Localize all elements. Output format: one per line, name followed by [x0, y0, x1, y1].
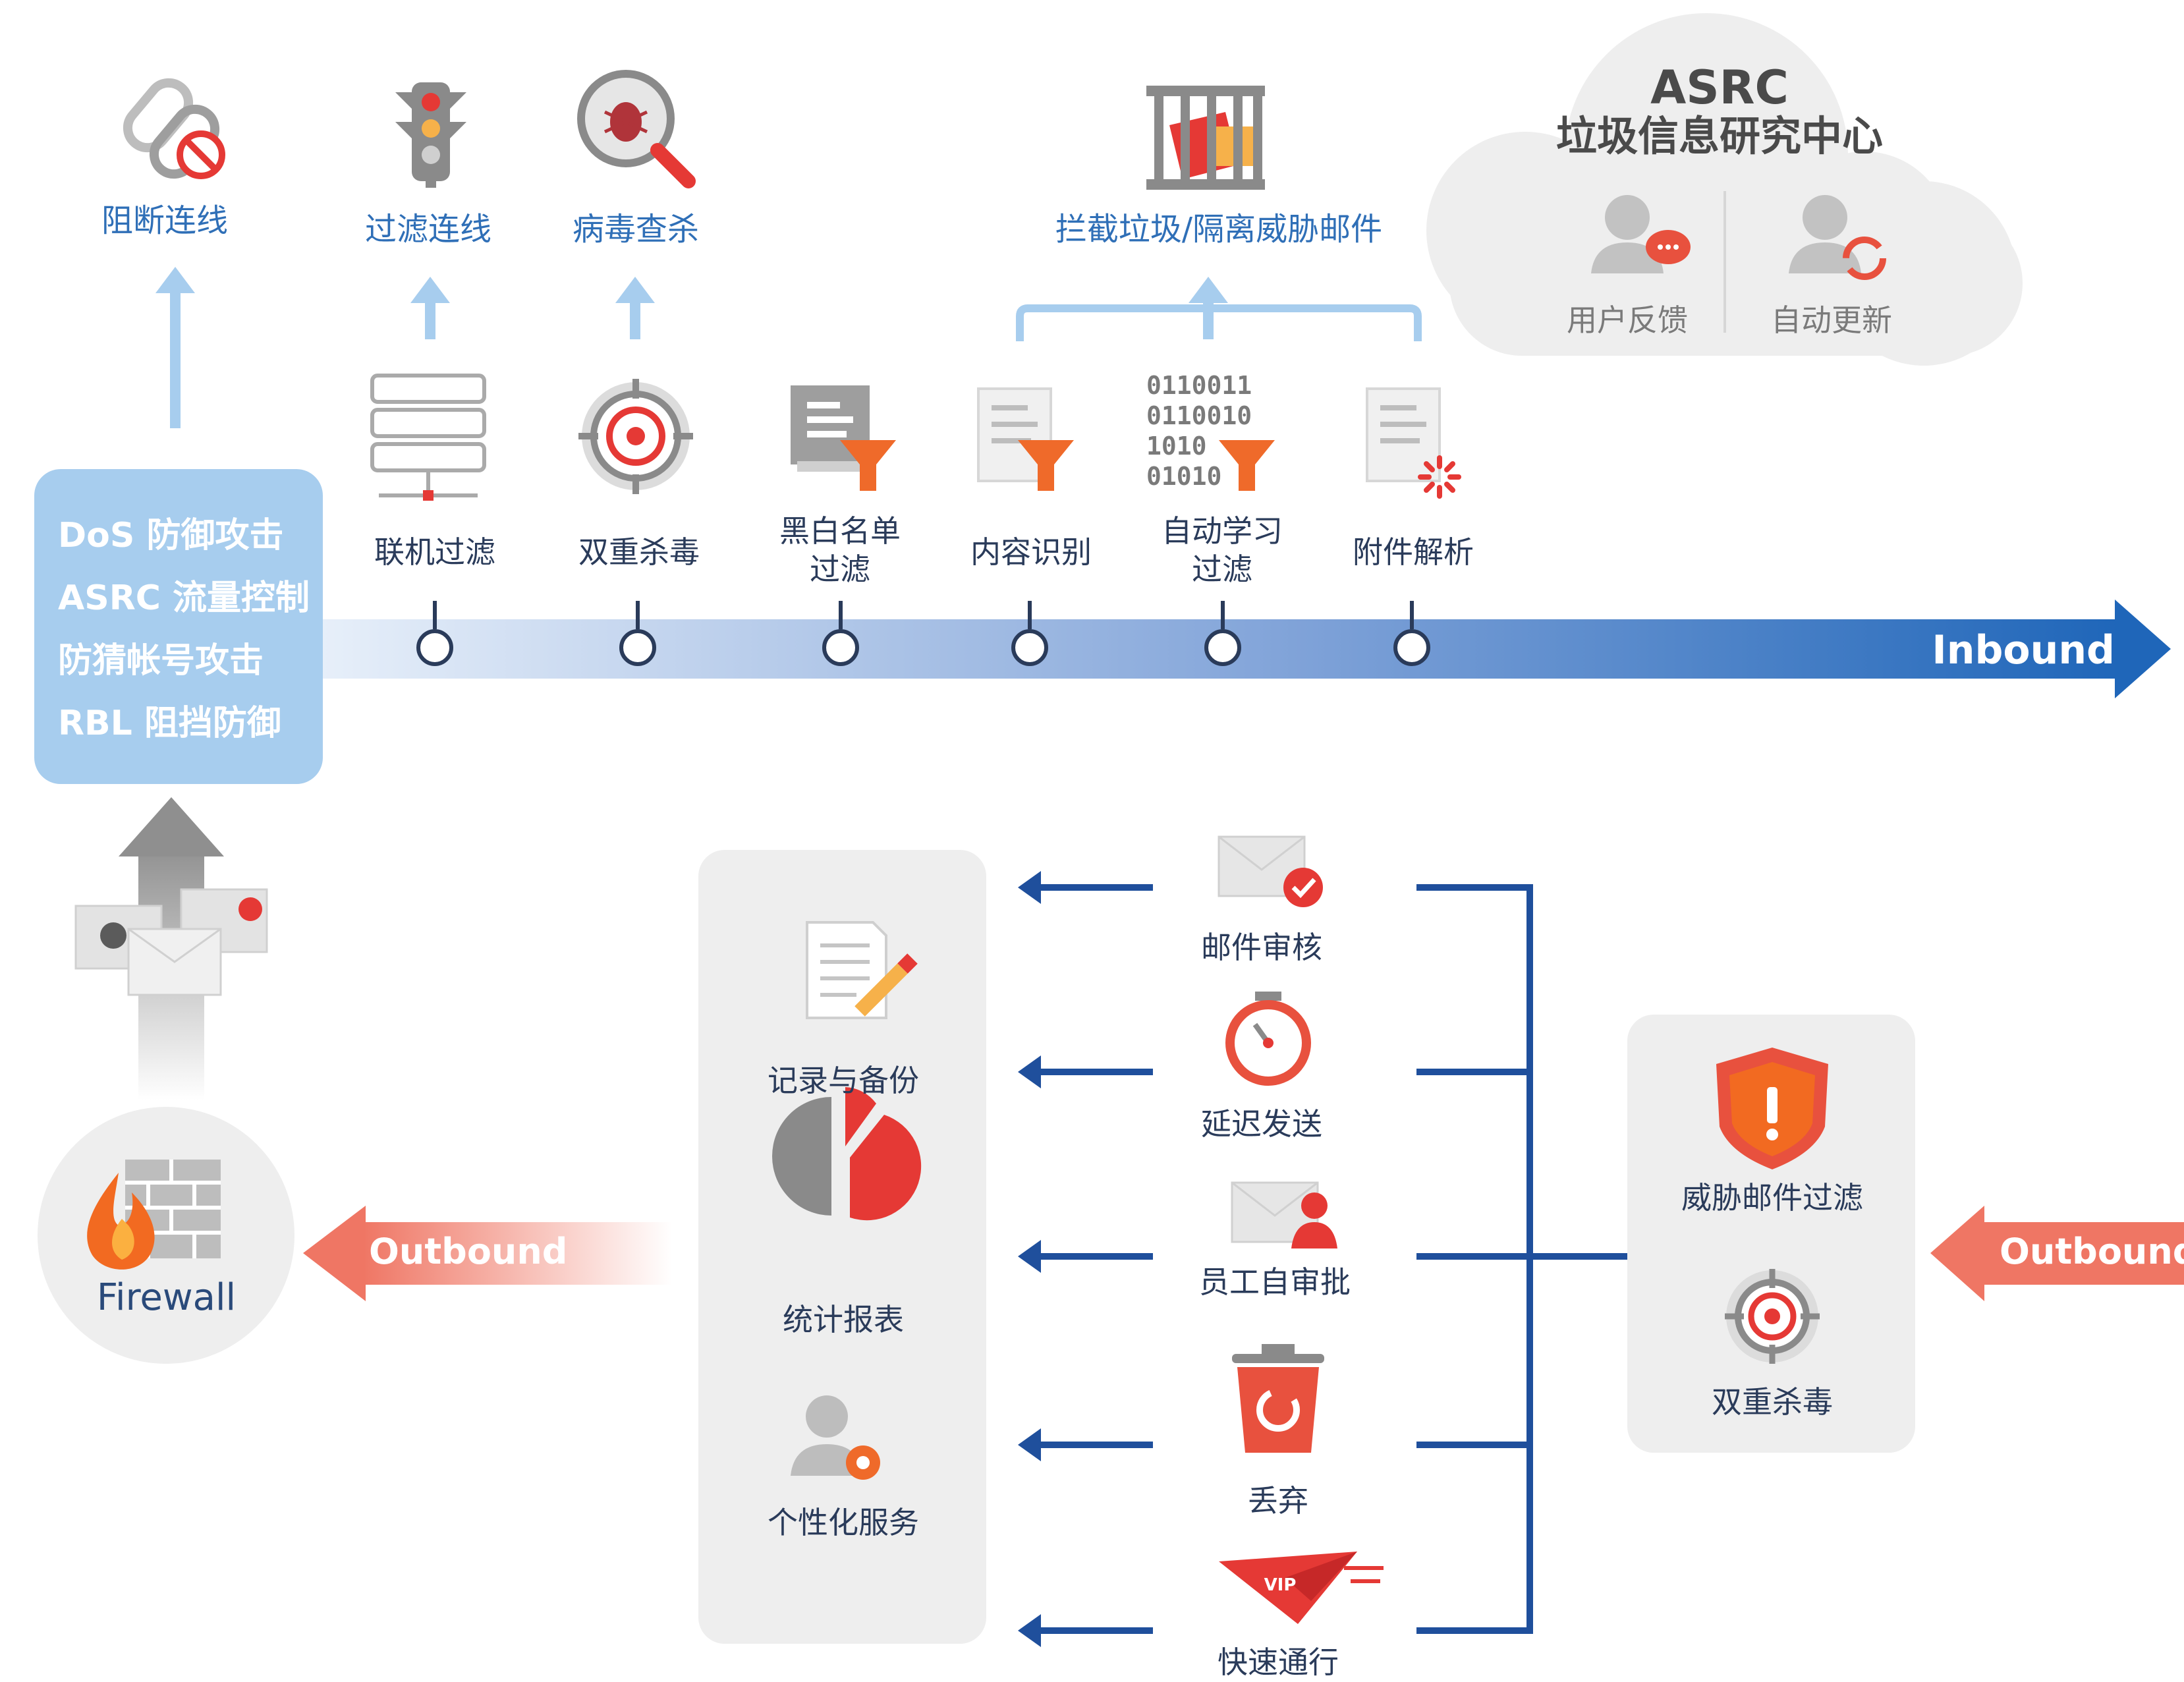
- up-arrows: [155, 267, 1228, 428]
- action-discard: 丢弃: [1248, 1483, 1308, 1519]
- outbound-arrow-left: [303, 1206, 672, 1301]
- firewall-icon: [38, 1107, 294, 1364]
- stage-attachment-parse: 附件解析: [1353, 534, 1474, 570]
- user-feedback-label: 用户反馈: [1567, 302, 1688, 338]
- firewall-label: Firewall: [96, 1276, 237, 1319]
- auto-update-icon: [1789, 195, 1886, 280]
- shield-alert-icon: [1716, 1048, 1828, 1169]
- asrc-subtitle: 垃圾信息研究中心: [1555, 112, 1883, 160]
- defense-box: [34, 469, 323, 784]
- filter-connection-label: 过滤连线: [364, 211, 491, 248]
- outbound-arrow-right: [1930, 1206, 2184, 1301]
- binary-line-3: 1010: [1146, 432, 1207, 461]
- action-mail-review: 邮件审核: [1201, 930, 1322, 965]
- virus-magnifier-icon: [577, 70, 696, 188]
- action-fast-pass: 快速通行: [1218, 1644, 1339, 1680]
- service-statistics: 统计报表: [783, 1302, 904, 1337]
- stage-online-filter: 联机过滤: [374, 534, 495, 570]
- auto-learning-filter-icon: [1219, 440, 1275, 491]
- self-approval-icon: [1231, 1181, 1337, 1248]
- binary-line-1: 0110011: [1146, 371, 1252, 400]
- vip-badge: VIP: [1264, 1575, 1297, 1595]
- jail-quarantine-icon: [1146, 86, 1265, 190]
- attachment-parse-icon: [1366, 387, 1461, 499]
- blacklist-document-icon: [791, 385, 896, 491]
- threat-dual-antivirus: 双重杀毒: [1712, 1384, 1833, 1420]
- threat-mail-filter: 威胁邮件过滤: [1681, 1180, 1863, 1216]
- target-icon: [578, 379, 693, 494]
- service-personalized: 个性化服务: [768, 1505, 919, 1540]
- binary-line-4: 01010: [1146, 462, 1222, 491]
- user-feedback-icon: [1591, 195, 1691, 273]
- binary-line-2: 0110010: [1146, 401, 1252, 430]
- defense-item-dos: DoS 防御攻击: [58, 516, 284, 555]
- stage-dual-antivirus: 双重杀毒: [578, 534, 700, 570]
- quarantine-label: 拦截垃圾/隔离威胁邮件: [1055, 211, 1383, 248]
- defense-item-brute: 防猜帐号攻击: [58, 641, 264, 681]
- trash-recycle-icon: [1232, 1344, 1324, 1453]
- services-panel: [698, 850, 986, 1644]
- action-delayed-send: 延迟发送: [1201, 1106, 1322, 1142]
- inbound-stage-markers: [416, 601, 1430, 666]
- personal-service-icon: [791, 1395, 880, 1480]
- traffic-light-icon: [395, 82, 466, 188]
- service-log-backup: 记录与备份: [768, 1063, 919, 1098]
- outbound-label-left: Outbound: [369, 1231, 568, 1272]
- defense-item-rbl: RBL 阻挡防御: [58, 704, 281, 743]
- block-connection-label: 阻断连线: [101, 202, 228, 239]
- mail-approve-icon: [1218, 835, 1323, 907]
- auto-update-label: 自动更新: [1771, 302, 1892, 338]
- virus-scan-label: 病毒查杀: [572, 211, 699, 248]
- vip-fast-pass-icon: [1219, 1552, 1384, 1624]
- pie-chart-icon: [772, 1087, 922, 1221]
- log-edit-icon: [806, 921, 918, 1019]
- stopwatch-icon: [1225, 992, 1311, 1086]
- action-self-approval: 员工自审批: [1199, 1264, 1351, 1300]
- stage-blackwhite-list: 黑白名单过滤: [779, 513, 901, 587]
- incoming-mail-arrow: [74, 797, 268, 1100]
- broken-link-icon: [123, 78, 225, 179]
- stage-content-recognition: 内容识别: [970, 534, 1092, 570]
- target-icon: [1725, 1269, 1820, 1364]
- stage-auto-learning: 自动学习过滤: [1162, 513, 1283, 587]
- server-stack-icon: [370, 374, 486, 501]
- action-arrows: [1018, 871, 1627, 1647]
- defense-item-asrc: ASRC 流量控制: [58, 578, 310, 618]
- inbound-label: Inbound: [1932, 627, 2115, 673]
- asrc-title: ASRC: [1650, 61, 1789, 115]
- threat-panel: [1627, 1015, 1915, 1453]
- outbound-label-right: Outbound: [2000, 1231, 2184, 1272]
- content-recognition-icon: [977, 387, 1074, 491]
